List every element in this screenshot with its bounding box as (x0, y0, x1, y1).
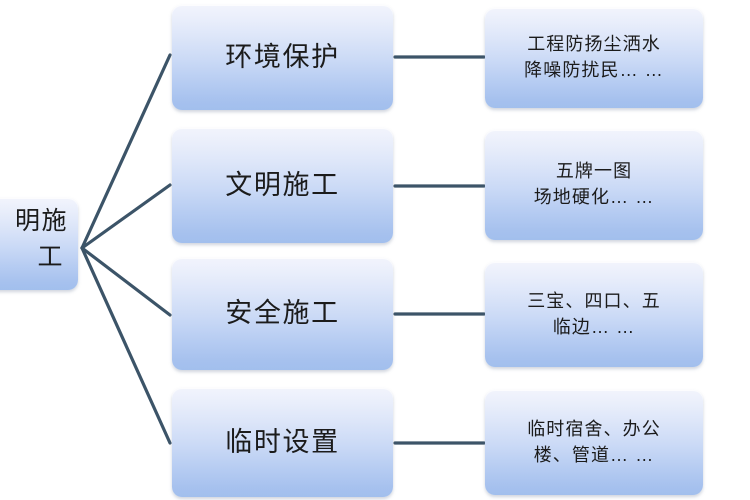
detail-label-line-1: 临时宿舍、办公 (527, 418, 661, 439)
detail-label-line-1: 五牌一图 (555, 161, 633, 182)
root-node-label: 明施 工 (0, 202, 72, 272)
category-label: 文明施工 (225, 169, 340, 200)
connector-root-to-category-2 (80, 183, 172, 250)
root-node-label-line-2: 工 (37, 242, 64, 271)
connector-root-to-category-1 (80, 53, 172, 250)
category-box-civilized-construction[interactable]: 文明施工 (172, 128, 393, 243)
detail-label-line-2: 楼、管道… … (533, 444, 655, 465)
connector-root-to-category-3 (80, 246, 172, 317)
detail-label: 三宝、四口、五 临边… … (493, 289, 695, 340)
detail-label-line-2: 临边… … (552, 316, 636, 337)
category-label: 环境保护 (225, 41, 340, 72)
root-node[interactable]: 明施 工 (0, 198, 78, 290)
connector-root-to-category-4 (80, 246, 172, 445)
detail-box-temporary-facilities[interactable]: 临时宿舍、办公 楼、管道… … (485, 390, 703, 495)
detail-label: 工程防扬尘洒水 降噪防扰民… … (493, 32, 695, 83)
detail-label-line-1: 三宝、四口、五 (527, 290, 661, 311)
detail-label: 临时宿舍、办公 楼、管道… … (493, 417, 695, 468)
detail-label-line-1: 工程防扬尘洒水 (527, 34, 661, 55)
category-label: 临时设置 (225, 426, 340, 457)
detail-label-line-2: 场地硬化… … (533, 187, 655, 207)
category-box-environmental-protection[interactable]: 环境保护 (172, 5, 393, 110)
root-node-label-line-1: 明施 (14, 207, 68, 235)
category-box-safe-construction[interactable]: 安全施工 (172, 258, 393, 370)
category-box-temporary-facilities[interactable]: 临时设置 (172, 388, 393, 497)
category-label: 安全施工 (225, 298, 340, 329)
detail-label: 五牌一图 场地硬化… … (493, 159, 695, 210)
detail-box-safe-construction[interactable]: 三宝、四口、五 临边… … (485, 262, 703, 367)
detail-box-environmental-protection[interactable]: 工程防扬尘洒水 降噪防扰民… … (485, 8, 703, 108)
detail-box-civilized-construction[interactable]: 五牌一图 场地硬化… … (485, 130, 703, 240)
detail-label-line-2: 降噪防扰民… … (524, 60, 664, 80)
